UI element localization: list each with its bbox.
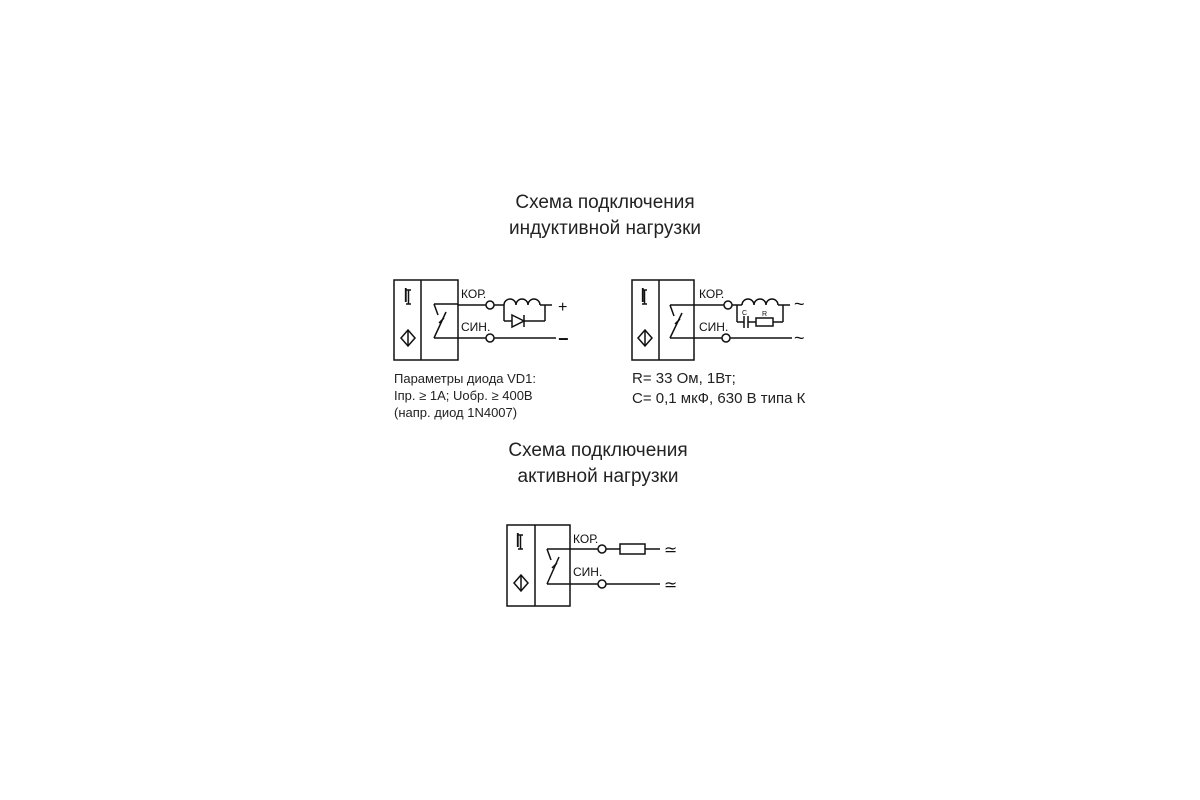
ac-tilde-top: ~ [794,294,805,314]
diode-params-note: Параметры диода VD1: Iпр. ≥ 1А; Uобр. ≥ … [394,370,536,421]
inductive-ac-diagram [631,279,792,361]
terminal-icon [723,300,733,310]
resistor-icon [755,317,774,327]
inductive-dc-diagram [393,279,556,361]
brown-wire-label: КОР. [461,287,486,301]
diode-icon [511,313,526,329]
active-diagram [506,524,660,607]
sensor-symbol: I [640,285,646,307]
switch-contact-icon [669,304,683,339]
diode-note-line2: Iпр. ≥ 1А; Uобр. ≥ 400В [394,388,533,403]
inductive-title: Схема подключения индуктивной нагрузки [480,190,730,242]
ac-tilde-bottom: ~ [794,328,805,348]
approx-top: ≃ [664,542,677,559]
inductive-title-line1: Схема подключения [515,192,695,213]
brown-wire-label: КОР. [699,287,724,301]
switch-contact-icon [546,548,560,585]
sensor-body [393,279,459,361]
inductive-title-line2: индуктивной нагрузки [508,218,702,239]
active-title: Схема подключения активной нагрузки [473,438,723,490]
coil-icon [741,298,779,306]
rc-note-line1: R= 33 Ом, 1Вт; [632,370,736,387]
resistor-label: R [762,311,767,318]
sensor-body [506,524,571,607]
approx-bottom: ≃ [664,577,677,594]
terminal-icon [721,333,731,343]
minus-sign: − [558,329,569,349]
switch-contact-icon [433,303,447,339]
active-title-line2: активной нагрузки [517,466,679,487]
sensor-symbol: I [403,285,409,307]
diode-note-line1: Параметры диода VD1: [394,371,537,386]
brown-wire-label: КОР. [573,532,598,546]
inductive-sensor-icon [400,289,416,348]
plus-sign: + [558,299,567,316]
terminal-icon [485,300,495,310]
inductive-sensor-icon [513,534,529,593]
resistor-icon [619,543,646,555]
blue-wire-label: СИН. [699,320,728,334]
sensor-body [631,279,695,361]
capacitor-label: C [742,310,747,317]
rc-note-line2: C= 0,1 мкФ, 630 В типа К73- [632,390,806,407]
rc-params-note: R= 33 Ом, 1Вт; C= 0,1 мкФ, 630 В типа К7… [632,369,806,409]
coil-icon [503,298,541,306]
terminal-icon [597,579,607,589]
capacitor-icon [743,316,749,328]
active-title-line1: Схема подключения [508,440,688,461]
blue-wire-label: СИН. [573,565,602,579]
sensor-symbol: I [515,530,521,552]
wire-brown [457,304,486,306]
inductive-sensor-icon [637,289,653,348]
diode-note-line3: (напр. диод 1N4007) [394,405,518,420]
terminal-icon [597,544,607,554]
terminal-icon [485,333,495,343]
blue-wire-label: СИН. [461,320,490,334]
